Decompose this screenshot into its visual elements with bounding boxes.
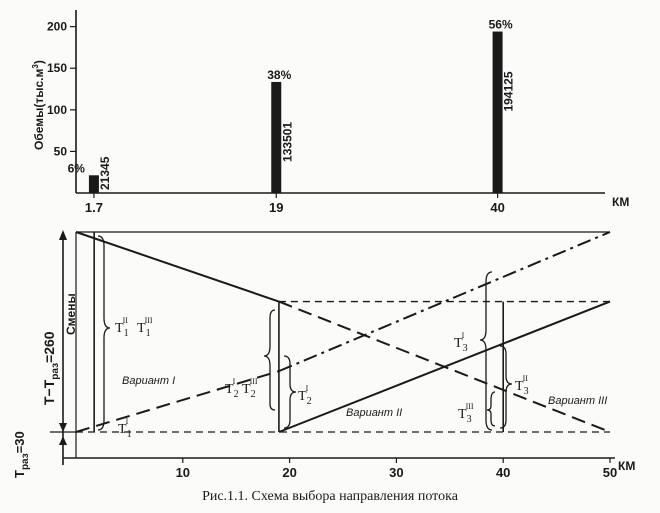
- series-line-4: [278, 300, 611, 433]
- y-arrow-top: [59, 230, 67, 240]
- line-series: [75, 231, 611, 433]
- y-arrow-mid: [59, 423, 67, 432]
- line-x-axis-label: КМ: [618, 459, 635, 473]
- brace-km40-upper: [479, 271, 493, 431]
- variant-2-label: Вариант II: [346, 407, 402, 419]
- bar-x-tick-label: 40: [490, 200, 504, 215]
- brace-km19-lower: [283, 355, 297, 429]
- label-t1-i: T1I: [118, 417, 132, 440]
- label-t2-i-left: T2I: [225, 377, 239, 400]
- label-t2-iii: T2III: [242, 377, 258, 400]
- label-t3-iii: T3III: [458, 402, 474, 425]
- bar-1.7: [88, 175, 99, 193]
- brace-left: [97, 235, 111, 431]
- series-line-0: [75, 231, 280, 303]
- bar-series: 1.7 6% 21345 19 38% 133501 40 56% 194125: [68, 18, 516, 215]
- brace-km40-small: [486, 391, 496, 427]
- bar-y-tick-label: 200: [47, 20, 67, 34]
- line-x-tick-label: 10: [176, 465, 190, 480]
- bar-x-tick-label: 1.7: [85, 200, 103, 215]
- y-arrow-mid2: [59, 436, 67, 445]
- line-x-ticks: 10 20 30 40 50: [176, 458, 617, 480]
- line-chart: 10 20 30 40 50 КМ T−Tраз=260 Смены Tраз=30 T…: [12, 230, 635, 480]
- bar-x-axis-label: КМ: [612, 195, 629, 209]
- line-x-tick-label: 20: [282, 465, 296, 480]
- variant-3-label: Вариант III: [548, 395, 607, 407]
- label-t1-iii: T1III: [137, 316, 153, 339]
- bar-40: [492, 31, 503, 193]
- label-t3-i: T3I: [454, 331, 468, 354]
- bar-x-tick-label: 19: [269, 200, 283, 215]
- t-raz-label: Tраз=30: [12, 431, 31, 478]
- bar-y-axis-label: Обемы(тыс.м3): [31, 60, 46, 150]
- bar-percent-label: 6%: [68, 161, 86, 175]
- bar-y-tick-label: 100: [47, 103, 67, 117]
- t-total-label: T−Tраз=260: [41, 331, 61, 405]
- line-x-tick-label: 40: [496, 465, 510, 480]
- bar-value-label: 133501: [280, 122, 294, 162]
- label-t3-ii: T3II: [515, 374, 529, 397]
- line-x-tick-label: 50: [603, 465, 617, 480]
- reference-lines: [76, 231, 610, 433]
- bar-percent-label: 56%: [489, 18, 513, 32]
- bar-value-label: 194125: [502, 71, 516, 111]
- vertical-markers: [93, 232, 505, 432]
- bar-percent-label: 38%: [267, 68, 291, 82]
- bar-y-ticks: 50 100 150 200: [47, 20, 76, 158]
- variant-1-label: Вариант I: [122, 375, 175, 387]
- figure-caption: Рис.1.1. Схема выбора направления потока: [202, 489, 459, 504]
- bar-value-label: 21345: [98, 156, 112, 190]
- smeny-label: Смены: [64, 293, 78, 335]
- label-t1-ii: T1II: [115, 316, 129, 339]
- bar-y-tick-label: 150: [47, 61, 67, 75]
- brace-km19-upper: [263, 309, 276, 411]
- series-line-3: [278, 231, 611, 373]
- series-line-2: [75, 370, 280, 433]
- bar-19: [271, 81, 282, 193]
- label-t2-ii: T2I: [298, 384, 312, 407]
- line-x-tick-label: 30: [389, 465, 403, 480]
- brace-km40-lower: [499, 345, 513, 429]
- bar-y-tick-label: 50: [54, 144, 68, 158]
